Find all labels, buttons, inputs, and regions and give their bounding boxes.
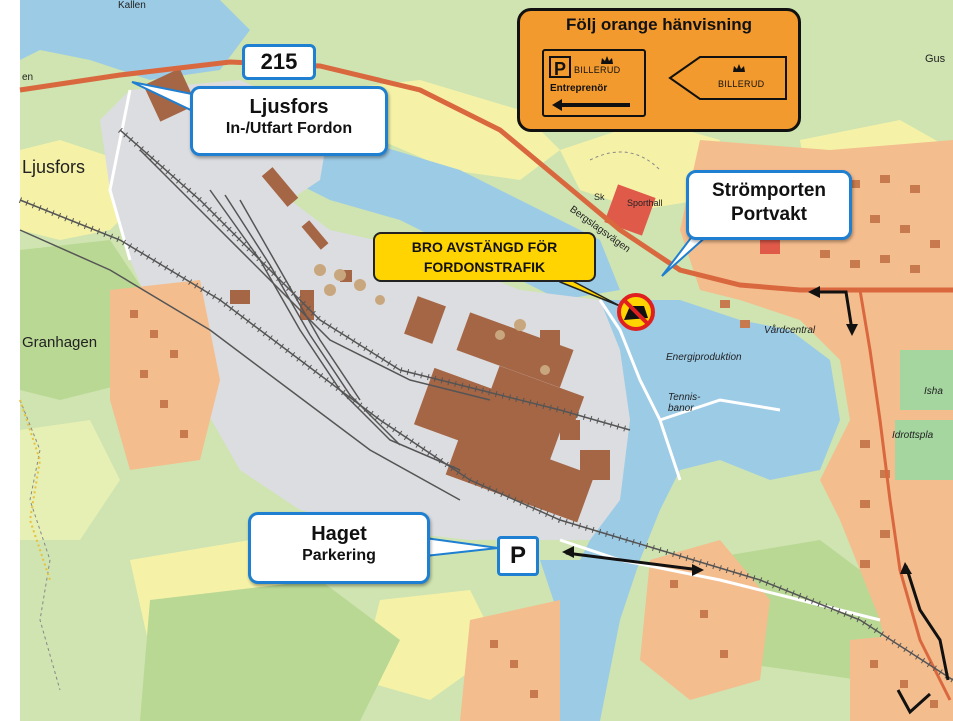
warning-line-1: BRO AVSTÄNGD FÖR [411, 239, 558, 255]
place-label-gus: Gus [925, 53, 946, 65]
road-east [858, 289, 952, 701]
legend-sign2-brand: BILLERUD [718, 79, 765, 89]
callout-haget-subtitle: Parkering [302, 547, 376, 564]
sports-field [900, 350, 953, 410]
place-label-vardcentral: Vårdcentral [764, 325, 816, 336]
storage-tanks [314, 264, 550, 375]
sports-field [895, 420, 953, 480]
callout-stromporten-subtitle: Portvakt [730, 204, 808, 225]
lake-north [20, 0, 250, 80]
callout-ljusfors[interactable]: Ljusfors In-/Utfart Fordon [190, 86, 388, 156]
residential-area-west [110, 280, 220, 470]
place-label-idrottsplats: Idrottspla [892, 430, 934, 441]
no-vehicles-sign-icon [617, 293, 655, 331]
field-area [560, 120, 720, 210]
route-arrows [565, 290, 950, 715]
arrow-left-icon [552, 99, 630, 111]
place-label-isha: Isha [924, 386, 943, 397]
callout-ljusfors-subtitle: In-/Utfart Fordon [225, 120, 353, 137]
legend-box: Följ orange hänvisning P BILLERUD Entrep… [517, 8, 801, 132]
field-area [20, 420, 120, 540]
route-arrowheads [562, 286, 912, 576]
road-215 [19, 59, 953, 293]
callout-stromporten-title: Strömporten [712, 180, 826, 201]
place-label-tennisbanor: Tennis- banor [668, 392, 701, 414]
callout-haget-title: Haget [311, 523, 367, 545]
bridge-closed-warning: BRO AVSTÄNGD FÖR FORDONSTRAFIK [373, 232, 596, 282]
place-label-en: en [22, 72, 34, 83]
forest-area [140, 580, 400, 721]
road-number-sign: 215 [242, 44, 316, 80]
place-label-sporthall: Sporthall [627, 198, 663, 208]
callout-ljusfors-title: Ljusfors [249, 96, 329, 118]
parking-sign[interactable]: P [497, 536, 539, 576]
place-label-energiproduktion: Energiproduktion [666, 352, 742, 363]
paths [19, 151, 661, 691]
legend-parking-symbol: P [549, 56, 571, 79]
warning-line-2: FORDONSTRAFIK [423, 259, 546, 275]
place-label-sk: Sk [594, 192, 605, 202]
place-label-top: Kallen [118, 0, 146, 11]
map-left-margin [0, 0, 20, 721]
railway-ties [18, 127, 953, 683]
legend-sign-contractor: P BILLERUD Entreprenör [542, 49, 646, 117]
legend-sign1-brand: BILLERUD [574, 65, 621, 75]
place-label-granhagen: Granhagen [22, 334, 98, 351]
legend-sign1-text: Entreprenör [550, 83, 608, 94]
callout-stromporten[interactable]: Strömporten Portvakt [686, 170, 852, 240]
place-label-ljusfors: Ljusfors [22, 157, 86, 177]
crown-icon [601, 56, 613, 64]
trail [19, 399, 51, 581]
crown-icon [733, 64, 745, 72]
legend-title: Följ orange hänvisning [565, 15, 753, 34]
arrow-sign-shape-icon [668, 56, 787, 100]
callout-haget[interactable]: Haget Parkering [248, 512, 430, 584]
legend-sign-arrow: BILLERUD [668, 55, 788, 101]
